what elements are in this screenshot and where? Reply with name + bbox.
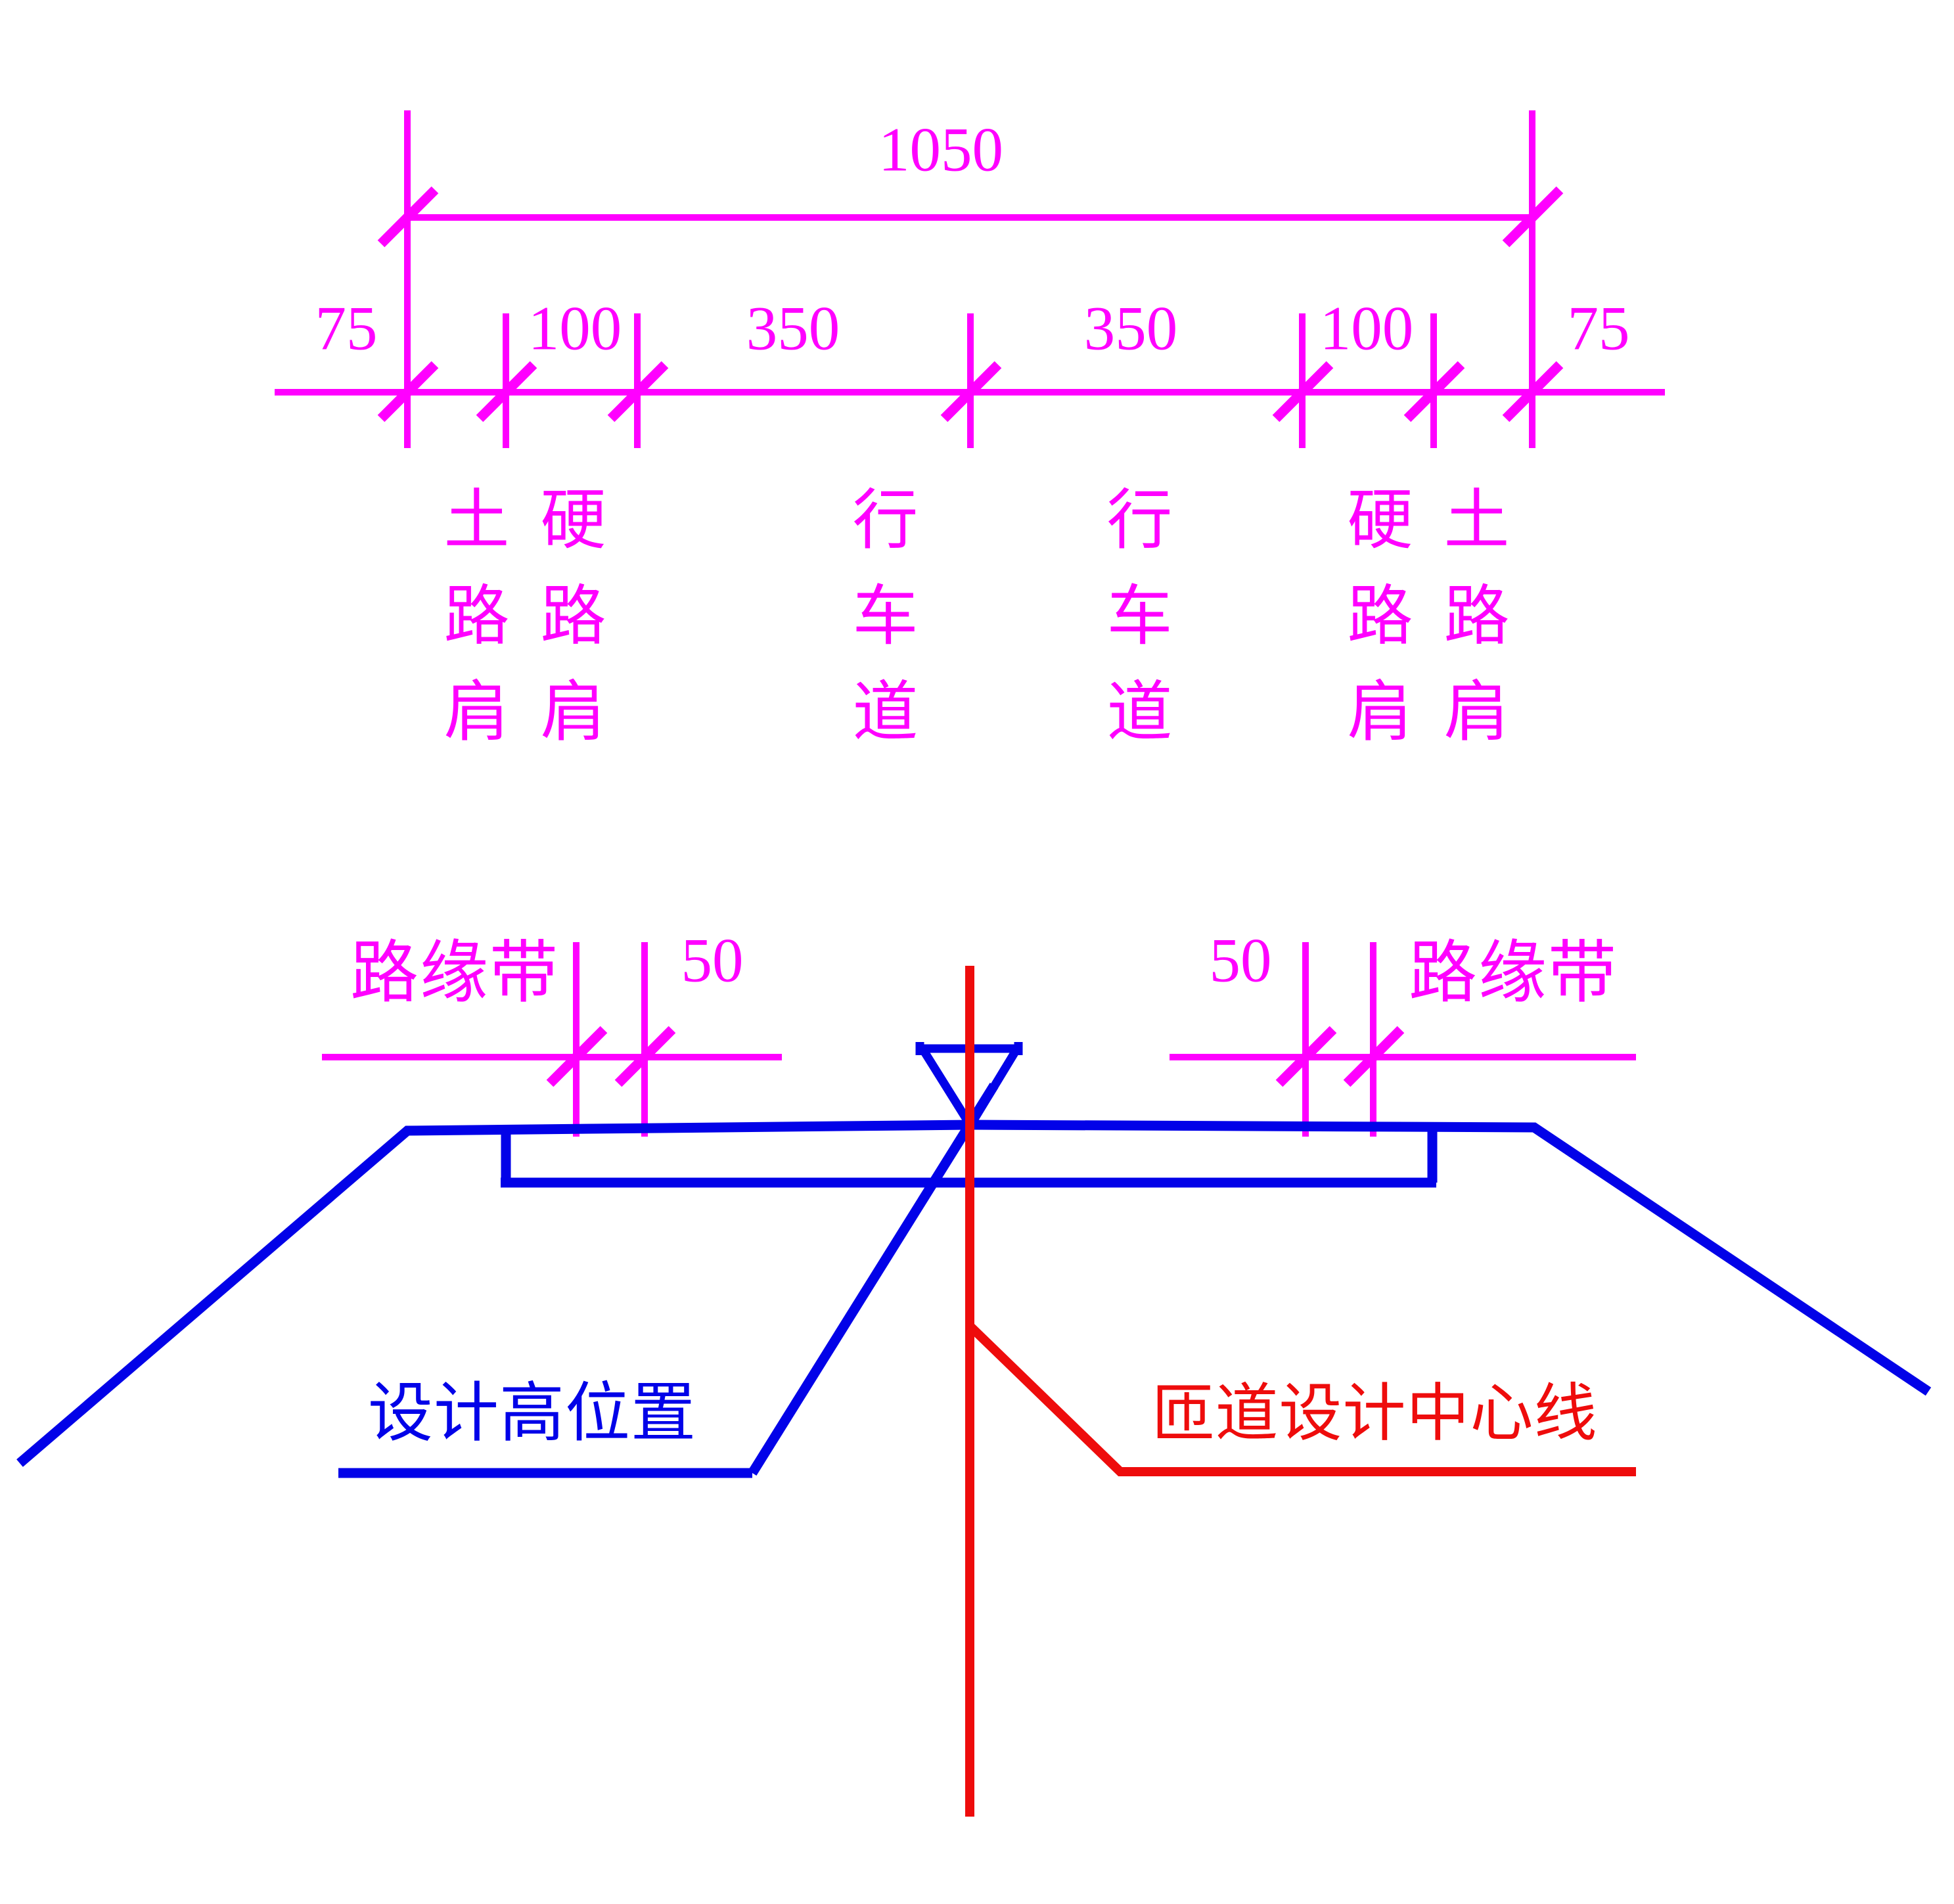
curb-extension-lines (573, 942, 1376, 1137)
column-label-travel-lane-right: 行车道 (1097, 485, 1170, 773)
segment-dim-left-75: 75 (315, 293, 378, 363)
overall-dimension-value: 1050 (878, 114, 1003, 185)
curb-dim-left-50: 50 (681, 925, 744, 995)
column-label-hard-shoulder-right: 硬路肩 (1337, 485, 1410, 773)
curb-dimension-ticks (546, 1026, 1405, 1087)
segment-dim-left-350: 350 (746, 293, 840, 363)
segment-dim-left-100: 100 (528, 293, 622, 363)
curb-belt-label-left: 路缘带 (350, 936, 560, 1011)
overall-dimension-ticks (377, 186, 1564, 248)
segment-dim-right-75: 75 (1567, 293, 1630, 363)
column-label-earth-shoulder-right: 土路肩 (1434, 485, 1507, 773)
dimension-lines (275, 110, 1665, 1137)
ramp-centerline-leader (966, 1322, 1636, 1476)
curb-dim-right-50: 50 (1209, 925, 1272, 995)
centerline-group (965, 966, 1636, 1817)
segment-dim-right-350: 350 (1083, 293, 1178, 363)
segment-extension-lines (503, 313, 1437, 448)
column-label-travel-lane-left: 行车道 (842, 485, 915, 773)
column-label-hard-shoulder-left: 硬路肩 (530, 485, 603, 773)
curb-belt-label-right: 路缘带 (1408, 936, 1618, 1011)
segment-dim-right-100: 100 (1319, 293, 1414, 363)
superelevation-line (748, 1083, 999, 1476)
column-label-earth-shoulder-left: 土路肩 (434, 485, 507, 773)
design-height-label: 设计高位置 (368, 1378, 696, 1450)
segment-dimension-ticks (377, 361, 1564, 422)
ramp-centerline-label: 匝道设计中心线 (1151, 1378, 1598, 1449)
